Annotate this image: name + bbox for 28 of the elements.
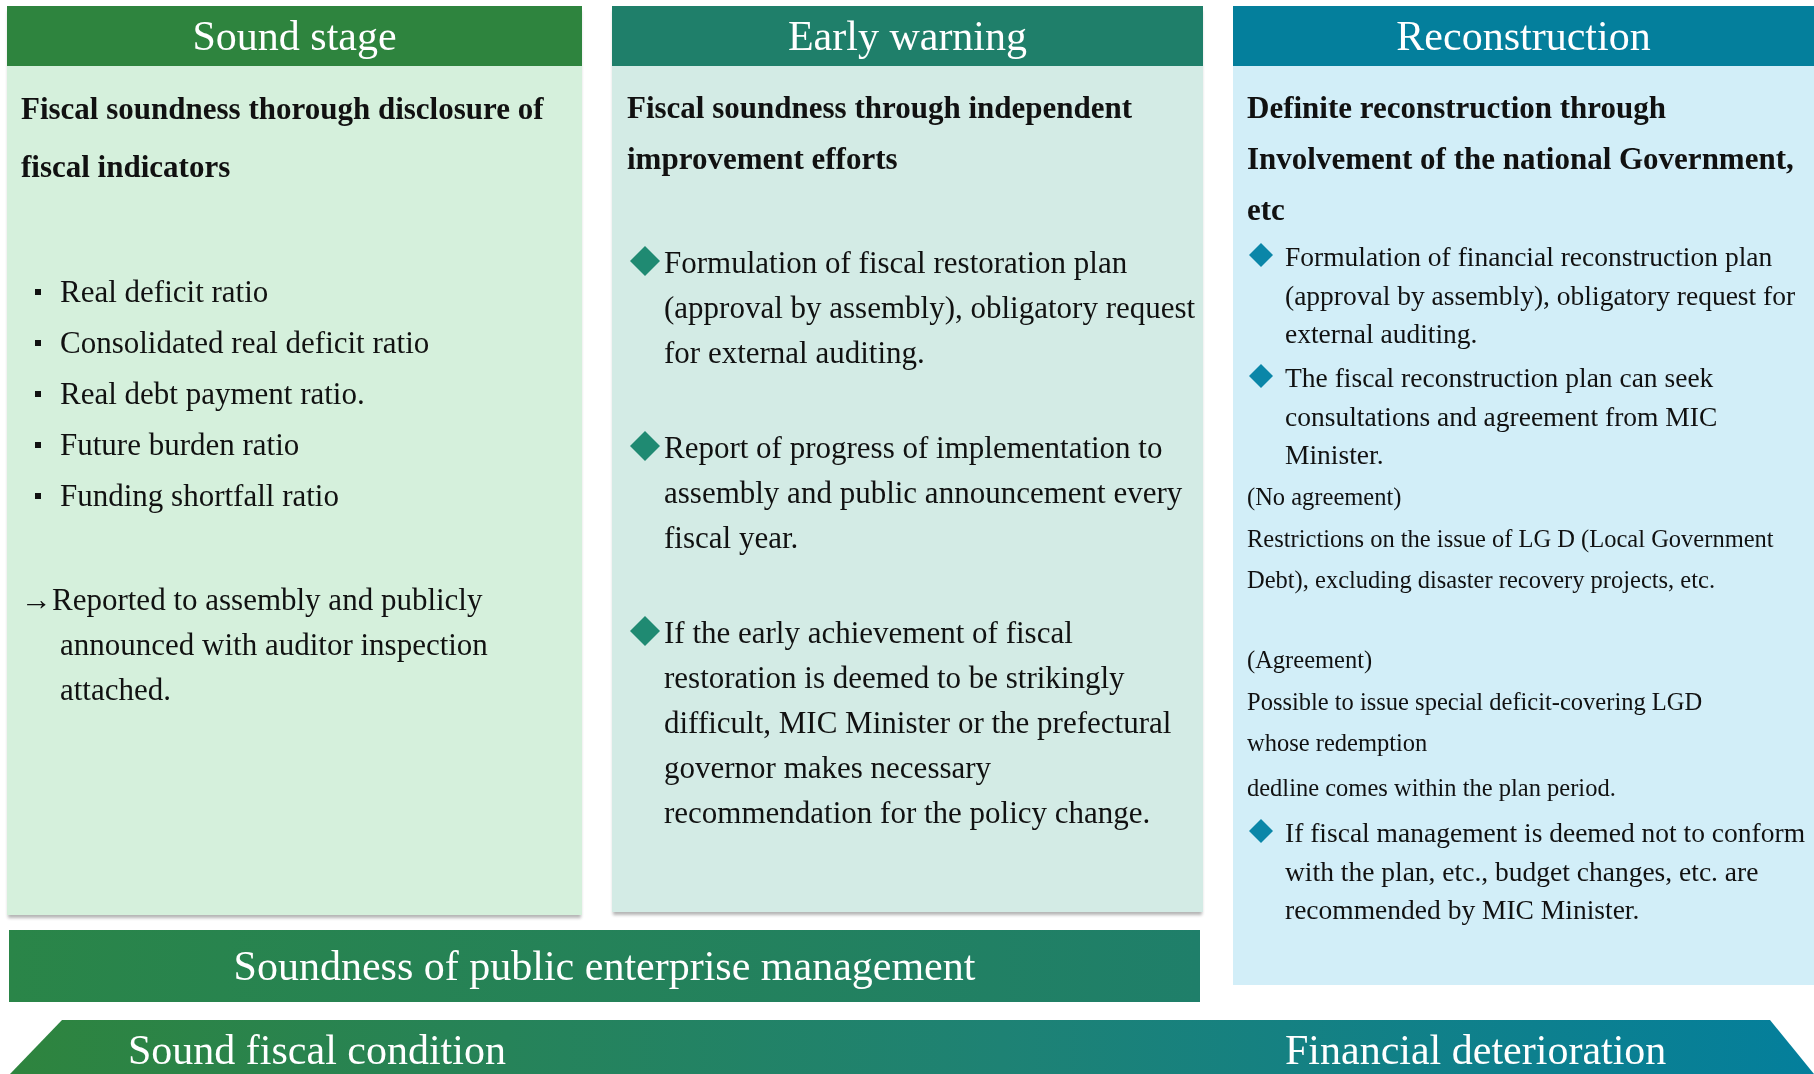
note-text: Restrictions on the issue of LG D (Local Government Debt), excluding disaster recovery projects, etc. [1247,524,1775,596]
bullet-text: Formulation of fiscal restoration plan (approval by assembly), obligatory request for external auditing. [664,244,1197,372]
note-text: →Reported to assembly and publicly announced with auditor inspection attached. [21,581,489,709]
bullet-text: The fiscal reconstruction plan can seek consultations and agreement from MIC Minister. [1285,361,1719,472]
band-label: Financial deterioration [1285,1026,1668,1074]
band-label: Sound fiscal condition [128,1026,507,1074]
panel-heading: Fiscal soundness through independent improvement efforts [627,89,1134,178]
stage-panel [612,6,1203,912]
note-text: dedline comes within the plan period. [1247,773,1617,803]
indicator-text: Funding shortfall ratio [60,477,340,515]
stage-header: Sound stage [7,6,582,66]
bullet-text: Report of progress of implementation to assembly and public announcement every fiscal year. [664,429,1184,557]
stage-header: Reconstruction [1233,6,1814,66]
indicator-text: Real debt payment ratio. [60,375,366,413]
stage-panel [7,6,582,915]
indicator-text: Consolidated real deficit ratio [60,324,431,362]
indicator-text: Real deficit ratio [60,273,270,311]
stage-panel [1233,6,1814,985]
bullet-text: If the early achievement of fiscal restoration is deemed to be strikingly difficult, MIC Minister or the prefectural governor makes necessary recommendation for the policy change. [664,614,1173,832]
bullet-text: If fiscal management is deemed not to conform with the plan, etc., budget changes, etc. are recommended by MIC Minister. [1285,816,1807,927]
panel-heading: Fiscal soundness thorough disclosure of fiscal indicators [21,90,545,186]
panel-heading: Definite reconstruction through Involvement of the national Government, etc [1247,89,1795,229]
note-text: (Agreement) [1247,645,1374,675]
enterprise-bar: Soundness of public enterprise management [9,930,1200,1002]
bullet-text: Formulation of financial reconstruction plan (approval by assembly), obligatory request for external auditing. [1285,240,1797,351]
indicator-text: Future burden ratio [60,426,301,464]
stage-header: Early warning [612,6,1203,66]
note-text: (No agreement) [1247,482,1403,513]
